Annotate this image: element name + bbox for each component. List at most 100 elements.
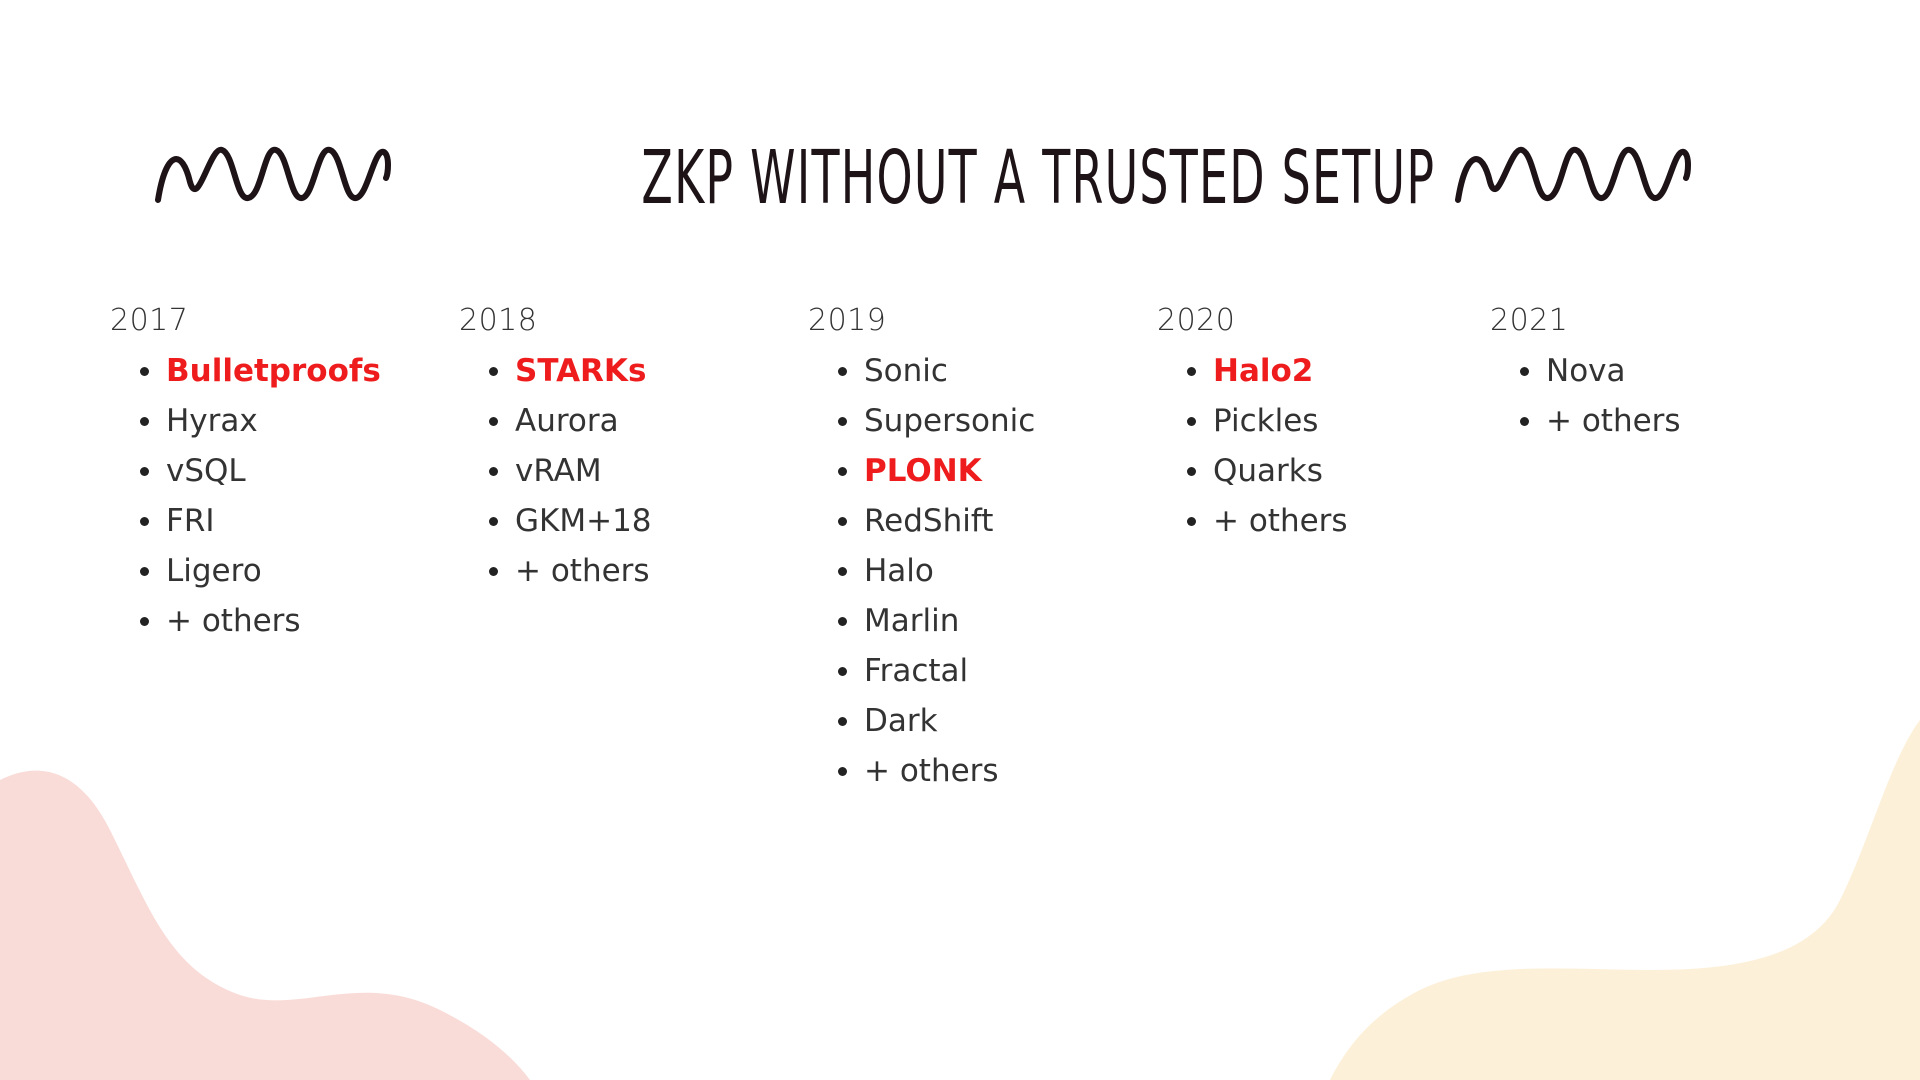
year-heading: 2018 (459, 303, 538, 338)
year-heading: 2021 (1490, 303, 1569, 338)
list-item-label: Pickles (1213, 403, 1319, 439)
bullet-icon (1520, 417, 1529, 426)
list-item-label: vRAM (515, 453, 602, 489)
bullet-icon (838, 767, 847, 776)
page-title: ZKP WITHOUT A TRUSTED SETUP (641, 135, 1436, 221)
list-item: + others (459, 546, 779, 596)
list-item-label: Halo2 (1213, 353, 1314, 389)
list-item-label: Quarks (1213, 453, 1323, 489)
bullet-icon (140, 367, 149, 376)
list-item-label: STARKs (515, 353, 647, 389)
bullet-icon (140, 617, 149, 626)
squiggle-icon (1455, 147, 1691, 203)
protocol-list: Nova + others (1490, 346, 1810, 446)
list-item: Hyrax (110, 396, 430, 446)
bullet-icon (489, 517, 498, 526)
list-item: FRI (110, 496, 430, 546)
list-item: + others (110, 596, 430, 646)
list-item-label: Sonic (864, 353, 948, 389)
squiggle-stroke (1455, 147, 1691, 203)
list-item-label: Supersonic (864, 403, 1036, 439)
list-item-label: Ligero (166, 553, 262, 589)
bullet-icon (489, 367, 498, 376)
bullet-icon (140, 467, 149, 476)
list-item-label: Nova (1546, 353, 1626, 389)
list-item-label: Halo (864, 553, 934, 589)
bullet-icon (838, 417, 847, 426)
bullet-icon (1187, 417, 1196, 426)
pink-blob-decoration (0, 770, 530, 1080)
list-item-label: RedShift (864, 503, 994, 539)
list-item: GKM+18 (459, 496, 779, 546)
bullet-icon (140, 417, 149, 426)
list-item: STARKs (459, 346, 779, 396)
year-heading: 2017 (110, 303, 189, 338)
list-item-label: + others (1213, 503, 1348, 539)
list-item: PLONK (808, 446, 1128, 496)
list-item: Dark (808, 696, 1128, 746)
bullet-icon (838, 717, 847, 726)
list-item: Bulletproofs (110, 346, 430, 396)
bullet-icon (838, 617, 847, 626)
list-item: Ligero (110, 546, 430, 596)
list-item: Halo2 (1157, 346, 1477, 396)
list-item-label: Fractal (864, 653, 969, 689)
list-item: Nova (1490, 346, 1810, 396)
bullet-icon (489, 467, 498, 476)
squiggle-stroke (155, 147, 391, 203)
pink-blob-shape (0, 770, 530, 1080)
year-heading: 2020 (1157, 303, 1236, 338)
bullet-icon (838, 567, 847, 576)
list-item: Halo (808, 546, 1128, 596)
bullet-icon (140, 567, 149, 576)
bullet-icon (838, 517, 847, 526)
year-heading: 2019 (808, 303, 887, 338)
list-item: vRAM (459, 446, 779, 496)
list-item-label: + others (1546, 403, 1681, 439)
list-item: RedShift (808, 496, 1128, 546)
bullet-icon (489, 417, 498, 426)
list-item: + others (1490, 396, 1810, 446)
cream-blob-decoration (1330, 720, 1920, 1080)
list-item-label: + others (864, 753, 999, 789)
list-item: Supersonic (808, 396, 1128, 446)
squiggle-icon (155, 147, 391, 203)
list-item: Quarks (1157, 446, 1477, 496)
bullet-icon (1187, 517, 1196, 526)
list-item-label: FRI (166, 503, 215, 539)
list-item: Pickles (1157, 396, 1477, 446)
bullet-icon (838, 667, 847, 676)
list-item-label: PLONK (864, 453, 982, 489)
bullet-icon (489, 567, 498, 576)
list-item: + others (1157, 496, 1477, 546)
bullet-icon (140, 517, 149, 526)
bullet-icon (838, 467, 847, 476)
bullet-icon (1187, 367, 1196, 376)
list-item-label: Marlin (864, 603, 960, 639)
cream-blob-shape (1330, 720, 1920, 1080)
list-item-label: vSQL (166, 453, 246, 489)
year-column-2021: 2021 Nova + others (1490, 296, 1810, 446)
bullet-icon (1187, 467, 1196, 476)
list-item-label: Aurora (515, 403, 619, 439)
list-item: Sonic (808, 346, 1128, 396)
list-item-label: + others (166, 603, 301, 639)
list-item: Marlin (808, 596, 1128, 646)
list-item: vSQL (110, 446, 430, 496)
list-item: Aurora (459, 396, 779, 446)
list-item-label: Bulletproofs (166, 353, 381, 389)
list-item-label: Dark (864, 703, 938, 739)
list-item-label: GKM+18 (515, 503, 652, 539)
list-item-label: + others (515, 553, 650, 589)
bullet-icon (838, 367, 847, 376)
list-item-label: Hyrax (166, 403, 258, 439)
